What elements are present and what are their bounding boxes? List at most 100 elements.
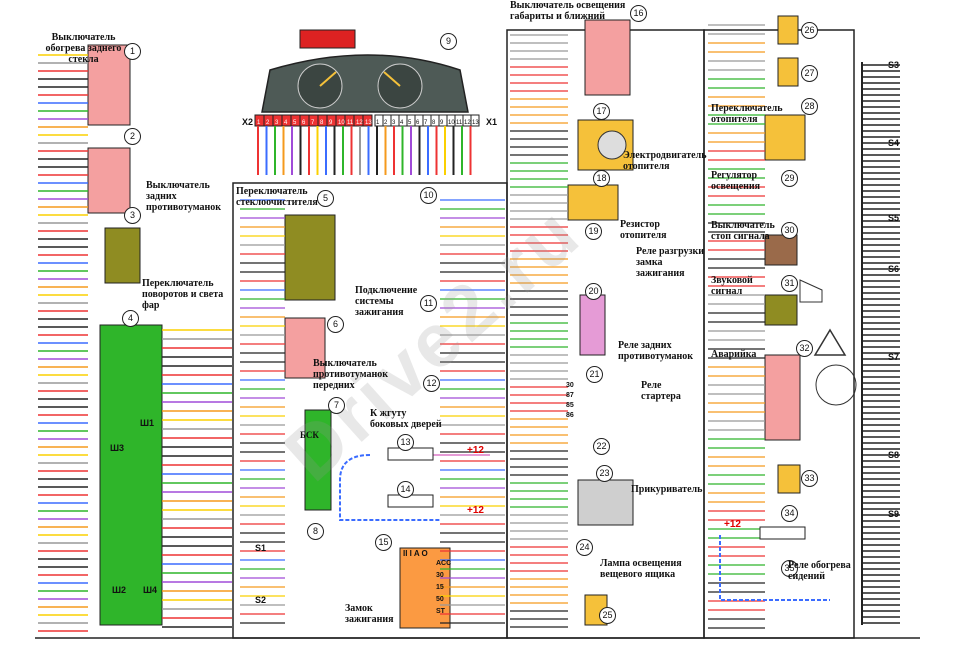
component-number: 31 bbox=[781, 275, 798, 292]
component-label: Электродвигатель отопителя bbox=[623, 150, 707, 172]
switch-3-body bbox=[104, 227, 141, 284]
component-number: 20 bbox=[585, 283, 602, 300]
component-label: Выключатель стоп сигнала bbox=[711, 220, 775, 242]
component-number: 26 bbox=[801, 22, 818, 39]
component-number: 1 bbox=[124, 43, 141, 60]
resistor-18-body bbox=[567, 184, 619, 221]
component-number: 7 bbox=[328, 397, 345, 414]
component-label: Переключатель отопителя bbox=[711, 103, 783, 125]
component-label: Переключатель поворотов и света фар bbox=[142, 278, 224, 311]
x2-pin-label: 3 bbox=[275, 120, 279, 126]
ignition-row: 30 bbox=[436, 572, 444, 579]
component-number: 25 bbox=[599, 607, 616, 624]
voltage-label: +12 bbox=[724, 519, 741, 530]
splice-label: S3 bbox=[888, 60, 900, 70]
x1-pin-label: 7 bbox=[424, 120, 428, 126]
component-label: Реле разгрузки замка зажигания bbox=[636, 246, 705, 279]
component-label: Резистор отопителя bbox=[620, 219, 667, 241]
switch-1-body bbox=[87, 44, 131, 126]
switch-2-body bbox=[87, 147, 131, 214]
relay-pin: 85 bbox=[566, 402, 574, 409]
component-number: 28 bbox=[801, 98, 818, 115]
ignition-row: ST bbox=[436, 608, 445, 615]
component-number: 33 bbox=[801, 470, 818, 487]
component-label: Лампа освещения вещевого ящика bbox=[600, 558, 682, 580]
x1-pin-label: 9 bbox=[440, 120, 444, 126]
x2-pin-label: 1 bbox=[257, 120, 261, 126]
component-label: Выключатель задних противотуманок bbox=[146, 180, 221, 213]
component-number: 3 bbox=[124, 207, 141, 224]
component-number: 17 bbox=[593, 103, 610, 120]
x2-pin-label: 5 bbox=[293, 120, 297, 126]
component-number: 32 bbox=[796, 340, 813, 357]
switch-5-body bbox=[284, 214, 336, 301]
switch-16-body bbox=[584, 19, 631, 96]
splice-label: S1 bbox=[255, 543, 267, 553]
splice-label: S8 bbox=[888, 450, 900, 460]
x2-pin-label: 10 bbox=[338, 120, 345, 126]
splice-label: S9 bbox=[888, 509, 900, 519]
instrument-cluster bbox=[261, 54, 469, 113]
component-number: 4 bbox=[122, 310, 139, 327]
component-number: 27 bbox=[801, 65, 818, 82]
relay-pin: 30 bbox=[566, 382, 574, 389]
component-number: 24 bbox=[576, 539, 593, 556]
ignition-15-body bbox=[399, 547, 451, 629]
x1-pin-label: 5 bbox=[408, 120, 412, 126]
component-label: Выключатель противотуманок передних bbox=[313, 358, 388, 391]
component-number: 21 bbox=[586, 366, 603, 383]
x2-pin-label: 12 bbox=[356, 120, 363, 126]
component-number: 18 bbox=[593, 170, 610, 187]
voltage-label: +12 bbox=[467, 445, 484, 456]
component-number: 35 bbox=[781, 560, 798, 577]
component-label: БСК bbox=[300, 430, 319, 440]
component-number: 2 bbox=[124, 128, 141, 145]
harness-label: Ш2 bbox=[112, 585, 127, 595]
bsk-7-body bbox=[304, 409, 332, 511]
voltage-label: +12 bbox=[467, 505, 484, 516]
switch-28-body bbox=[764, 114, 806, 161]
x1-pin-label: 2 bbox=[384, 120, 388, 126]
x2-pin-label: 8 bbox=[320, 120, 324, 126]
x2-pin-label: 13 bbox=[365, 120, 372, 126]
component-label: Замок зажигания bbox=[345, 603, 394, 625]
component-number: 23 bbox=[596, 465, 613, 482]
component-label: Выключатель освещения габариты и ближний bbox=[510, 0, 626, 22]
component-label: Звуковой сигнал bbox=[711, 275, 753, 297]
tachometer-needle bbox=[383, 71, 401, 87]
component-number: 9 bbox=[440, 33, 457, 50]
component-number: 22 bbox=[593, 438, 610, 455]
component-number: 10 bbox=[420, 187, 437, 204]
component-label: Аварийка bbox=[711, 349, 757, 360]
component-label: Переключатель стеклоочистителя bbox=[236, 186, 318, 208]
x1-pin bbox=[470, 114, 480, 127]
fuse-34 bbox=[759, 526, 806, 540]
component-number: 19 bbox=[585, 223, 602, 240]
relay-20-body bbox=[579, 294, 606, 356]
x1-pin-label: 1 bbox=[376, 120, 380, 126]
component-number: 15 bbox=[375, 534, 392, 551]
switch-6-body bbox=[284, 317, 326, 379]
harness-label: Ш3 bbox=[110, 443, 125, 453]
component-label: Выключатель обогрева заднего стекла bbox=[45, 32, 122, 65]
connector-label: X1 bbox=[486, 117, 498, 127]
splice-label: S2 bbox=[255, 595, 267, 605]
connector-label: X2 bbox=[242, 117, 254, 127]
relay-pin: 86 bbox=[566, 412, 574, 419]
component-label: Реле обогрева сидений bbox=[788, 560, 851, 582]
lamp-27-body bbox=[777, 57, 799, 87]
ignition-row: 50 bbox=[436, 596, 444, 603]
component-label: Реле стартера bbox=[641, 380, 681, 402]
x2-pin-label: 11 bbox=[347, 120, 354, 126]
component-label: Регулятор освещения bbox=[711, 170, 761, 192]
x1-pin-label: 10 bbox=[448, 120, 455, 126]
component-label: Реле задних противотуманок bbox=[618, 340, 693, 362]
x1-pin-label: 13 bbox=[472, 120, 479, 126]
hazard-32-body bbox=[764, 354, 801, 441]
lamp-26-body bbox=[777, 15, 799, 45]
hazard-triangle-icon bbox=[813, 328, 847, 356]
component-label: Прикуриватель bbox=[631, 484, 703, 495]
fuse-14 bbox=[387, 494, 434, 508]
